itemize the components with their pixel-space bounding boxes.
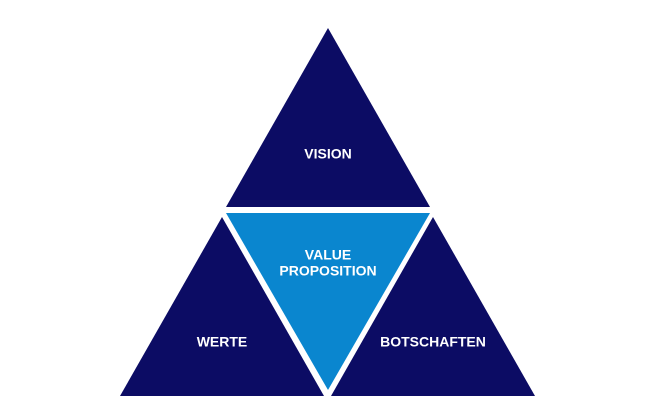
triangle-botschaften	[331, 217, 535, 396]
label-proposition: PROPOSITION	[279, 263, 376, 279]
triangle-value-proposition	[226, 213, 430, 390]
label-value: VALUE	[305, 247, 351, 263]
label-botschaften: BOTSCHAFTEN	[380, 334, 486, 350]
triangle-werte	[120, 217, 324, 396]
triangle-vision	[226, 28, 430, 207]
label-vision: VISION	[304, 146, 351, 162]
label-werte: WERTE	[197, 334, 248, 350]
